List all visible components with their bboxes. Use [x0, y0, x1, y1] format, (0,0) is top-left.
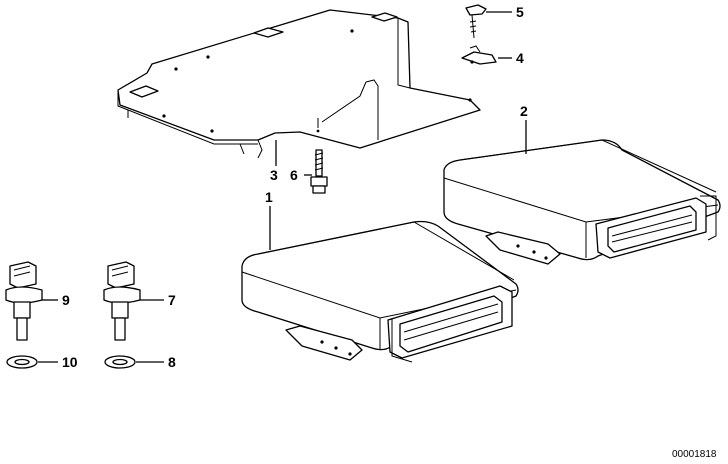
screw-6: [310, 118, 328, 194]
callout-5: 5: [516, 4, 524, 20]
washer-8: [104, 355, 136, 369]
diagram-reference-number: 00001818: [672, 449, 717, 460]
washer-10: [6, 355, 38, 369]
callout-4: 4: [516, 50, 524, 66]
callout-6: 6: [290, 167, 298, 183]
control-unit-2: [443, 139, 721, 265]
screw-5: [465, 4, 487, 39]
callout-3: 3: [270, 167, 278, 183]
nut-clip-4: [461, 45, 497, 65]
callout-7: 7: [168, 292, 176, 308]
leader-lines: [38, 11, 527, 363]
callout-9: 9: [62, 292, 70, 308]
mounting-bracket: [117, 9, 481, 159]
control-unit-1: [241, 220, 519, 363]
callouts: 1 2 3 4 5 6 7 8 9 10: [62, 4, 528, 370]
callout-8: 8: [168, 354, 176, 370]
temperature-sensor-9: [5, 261, 43, 341]
callout-1: 1: [265, 189, 273, 205]
callout-2: 2: [520, 103, 528, 119]
temperature-sensor-7: [103, 261, 141, 341]
callout-10: 10: [62, 354, 78, 370]
